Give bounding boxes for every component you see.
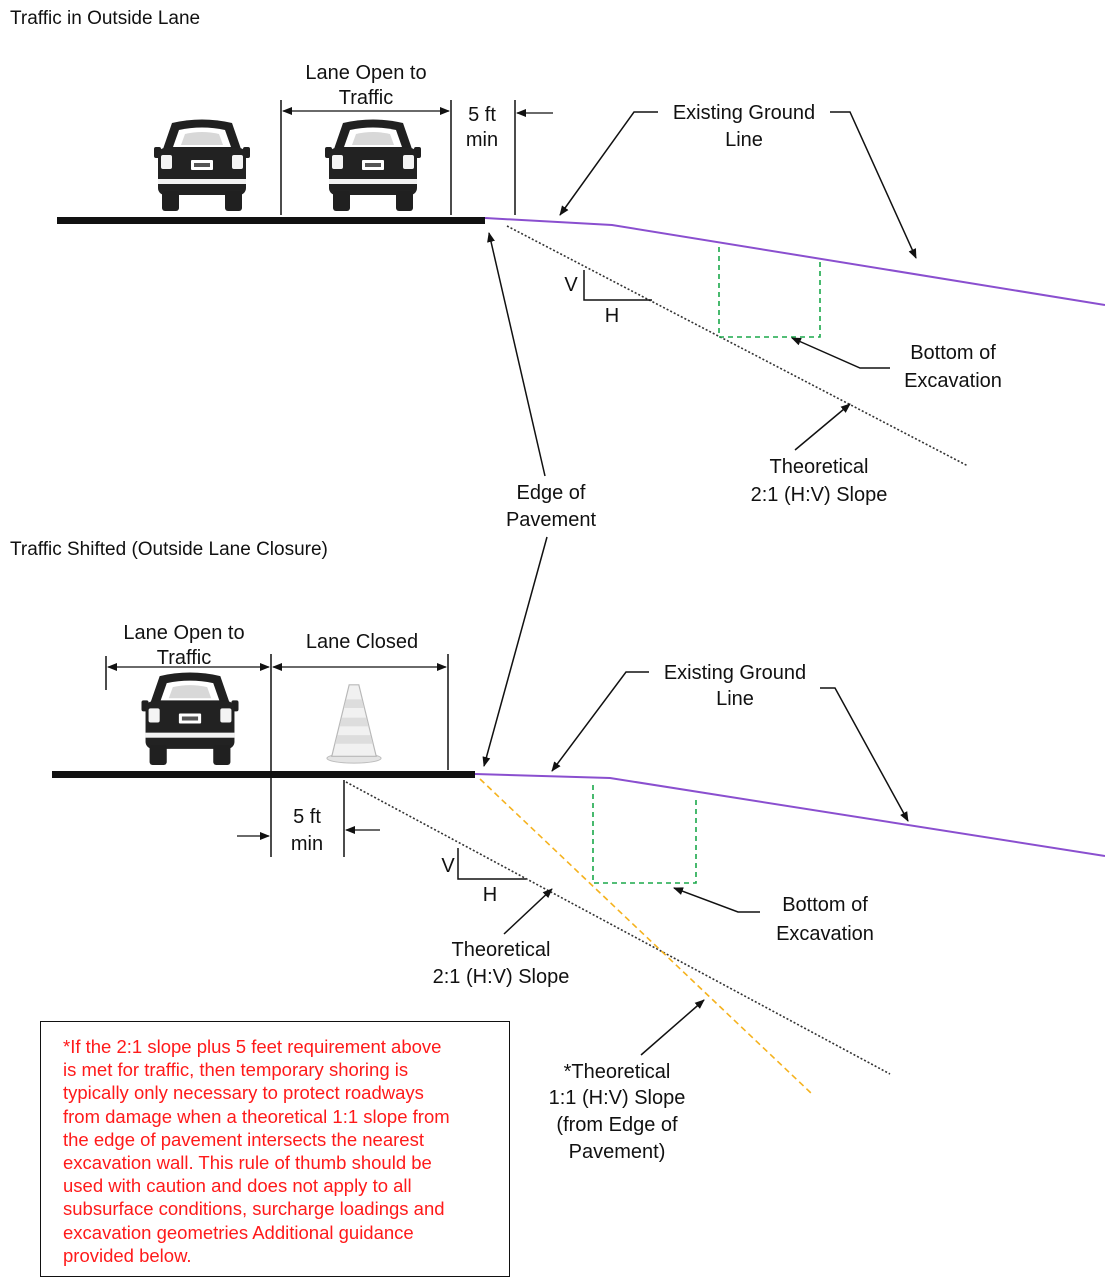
slope-2-1-label-line1: Theoretical [770,456,869,478]
bottom-pavement [52,771,475,778]
vehicle-rear-icon [325,119,421,211]
note-line: used with caution and does not apply to … [63,1175,412,1197]
slope-ratio-triangle [583,270,652,301]
bottom-excavation-label-line2-b: Excavation [776,923,874,945]
bottom-slope-ratio-triangle [457,848,526,880]
bottom-existing-ground-line [474,773,1105,857]
slope-1-1-label-line3: (from Edge of [556,1114,678,1136]
lane-closed-label: Lane Closed [306,631,418,653]
slope-v-label: V [564,274,578,296]
ground-line-leader-right [830,111,917,259]
slope-1-1-leader [640,999,705,1056]
slope-1-1-label-line2: 1:1 (H:V) Slope [549,1087,686,1109]
slope-1-1-label-line4: Pavement) [569,1141,666,1163]
note-line: excavation wall. This rule of thumb shou… [63,1152,432,1174]
theoretical-1-1-slope-line [479,778,813,1095]
theoretical-2-1-slope-line [506,225,969,467]
bottom-ground-line-label-line2: Line [716,688,754,710]
bottom-slope-2-1-label-line2: 2:1 (H:V) Slope [433,966,570,988]
note-line: excavation geometries Additional guidanc… [63,1221,414,1243]
ground-line-label-line2: Line [725,129,763,151]
bottom-lane-open-label-line2: Traffic [157,647,211,669]
edge-of-pavement-leader-up [487,232,546,477]
bottom-lane-open-label-line1: Lane Open to [123,622,244,644]
bottom-slope-2-1-label-line1: Theoretical [452,939,551,961]
top-panel-title: Traffic in Outside Lane [10,8,200,29]
bottom-excavation-leader [791,337,890,369]
note-line: typically only necessary to protect road… [63,1082,424,1104]
ground-line-label-line1: Existing Ground [673,102,815,124]
note-line: the edge of pavement intersects the near… [63,1128,424,1150]
edge-of-pavement-label-line2: Pavement [506,509,596,531]
shoring-note-box: *If the 2:1 slope plus 5 feet requiremen… [40,1021,510,1277]
slope-h-label: H [605,305,619,327]
top-pavement [57,217,485,224]
existing-ground-line [484,217,1105,306]
bottom-slope-h-label: H [483,884,497,906]
vehicle-rear-icon [154,119,250,211]
slope-2-1-label-line2: 2:1 (H:V) Slope [751,484,888,506]
min-distance-label-line1: 5 ft [468,104,496,126]
note-line: subsurface conditions, surcharge loading… [63,1198,445,1220]
note-line: *If the 2:1 slope plus 5 feet requiremen… [63,1036,442,1057]
edge-of-pavement-leader-down [482,536,548,767]
bottom-excavation-label-line1-b: Bottom of [782,894,868,916]
excavation-outline [718,247,821,338]
note-line: is met for traffic, then temporary shori… [63,1059,409,1081]
bottom-excavation-leader-b [673,887,760,913]
bottom-excavation-outline [592,785,697,884]
note-line: provided below. [63,1244,192,1266]
min-distance-label-line2: min [466,129,498,151]
bottom-theoretical-2-1-slope-line [345,781,891,1075]
edge-of-pavement-label-line1: Edge of [517,482,586,504]
bottom-slope-2-1-leader [503,888,553,935]
bottom-min-distance-label-line2: min [291,833,323,855]
bottom-min-distance-label-line1: 5 ft [293,806,321,828]
bottom-ground-line-label-line1: Existing Ground [664,662,806,684]
traffic-cone-icon [326,684,382,764]
bottom-panel-title: Traffic Shifted (Outside Lane Closure) [10,539,328,560]
bottom-slope-v-label: V [441,855,455,877]
ground-line-leader-left [559,111,658,216]
bottom-ground-line-leader-right [820,687,909,822]
bottom-excavation-label-line1: Bottom of [910,342,996,364]
lane-open-label-line1: Lane Open to [305,62,426,84]
lane-open-label-line2: Traffic [339,87,393,109]
vehicle-rear-icon [141,672,239,765]
note-line: from damage when a theoretical 1:1 slope… [63,1105,450,1127]
bottom-ground-line-leader-left [551,671,649,772]
slope-1-1-label-line1: *Theoretical [564,1061,671,1083]
slope-2-1-leader [794,403,851,451]
bottom-excavation-label-line2: Excavation [904,370,1002,392]
